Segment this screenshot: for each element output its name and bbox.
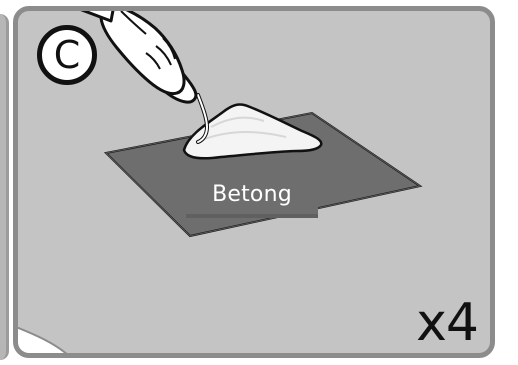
quantity-label: x4	[416, 297, 478, 349]
corner-fold-icon	[16, 315, 86, 355]
instruction-panel: C Betong x4	[13, 6, 495, 358]
step-letter: C	[54, 36, 81, 74]
step-badge: C	[37, 25, 97, 85]
previous-panel-edge	[0, 14, 9, 360]
material-label: Betong	[186, 174, 318, 218]
material-label-text: Betong	[212, 182, 292, 207]
hand-with-trowel-icon	[74, 11, 207, 142]
